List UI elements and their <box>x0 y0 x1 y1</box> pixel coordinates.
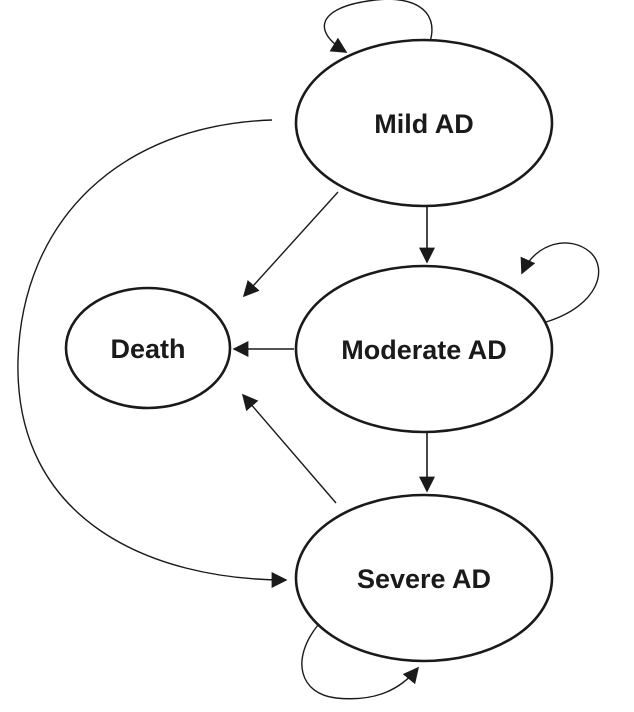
state-death: Death <box>64 286 232 410</box>
state-mild-ad-shape <box>294 38 554 208</box>
state-mild-ad: Mild AD <box>294 38 554 208</box>
edge-mild-self-loop <box>323 0 433 53</box>
state-moderate-ad-label: Moderate AD <box>341 335 507 365</box>
edge-moderate-self-loop <box>520 242 600 323</box>
state-severe-ad-label: Severe AD <box>357 564 491 594</box>
state-moderate-ad-shape <box>294 264 554 434</box>
state-moderate-ad: Moderate AD <box>294 264 554 434</box>
transitions <box>17 0 600 700</box>
state-severe-ad-shape <box>294 493 554 663</box>
edge-severe-self-loop <box>301 624 420 700</box>
state-mild-ad-label: Mild AD <box>374 109 473 139</box>
edge-mild-to-death <box>242 191 339 298</box>
edge-severe-to-death <box>241 393 337 504</box>
state-death-label: Death <box>110 334 185 364</box>
state-death-shape <box>64 286 232 410</box>
edge-mild-to-severe <box>17 119 288 588</box>
state-severe-ad: Severe AD <box>294 493 554 663</box>
